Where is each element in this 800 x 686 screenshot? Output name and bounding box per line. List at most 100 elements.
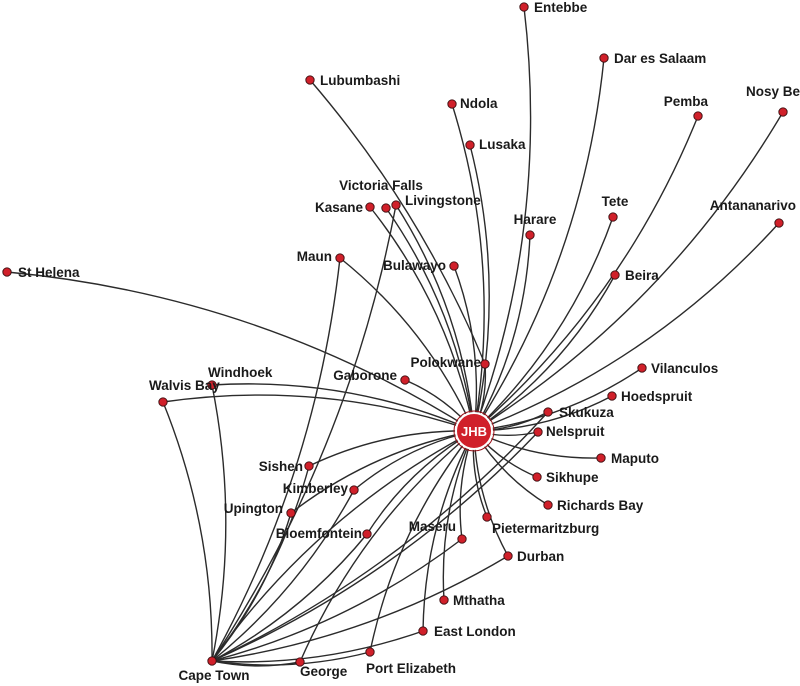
node-lusaka[interactable] xyxy=(465,140,475,150)
label-bloemfontein: Bloemfontein xyxy=(276,526,362,541)
hub-circle[interactable] xyxy=(455,412,493,450)
route-jhb-dar-es-salaam xyxy=(473,57,605,432)
node-nelspruit[interactable] xyxy=(533,427,543,437)
label-beira: Beira xyxy=(625,268,659,283)
route-jhb-maun xyxy=(339,257,475,432)
node-victoria-falls[interactable] xyxy=(381,203,391,213)
route-cape-town-bloemfontein xyxy=(211,533,368,662)
node-harare[interactable] xyxy=(525,230,535,240)
label-windhoek: Windhoek xyxy=(208,365,273,380)
node-walvis-bay[interactable] xyxy=(158,397,168,407)
route-jhb-ndola xyxy=(451,103,485,432)
label-gaborone: Gaborone xyxy=(333,368,397,383)
route-cape-town-maseru xyxy=(211,538,463,662)
node-east-london[interactable] xyxy=(418,626,428,636)
route-cape-town-east-london xyxy=(211,630,424,663)
route-cape-town-walvis-bay xyxy=(162,401,213,662)
node-gaborone[interactable] xyxy=(400,375,410,385)
node-tete[interactable] xyxy=(608,212,618,222)
node-sishen[interactable] xyxy=(304,461,314,471)
node-beira[interactable] xyxy=(610,270,620,280)
node-st-helena[interactable] xyxy=(2,267,12,277)
label-hoedspruit: Hoedspruit xyxy=(621,389,693,404)
label-upington: Upington xyxy=(224,501,283,516)
node-upington[interactable] xyxy=(286,508,296,518)
route-cape-town-livingstone xyxy=(211,204,397,662)
route-cape-town-durban xyxy=(211,555,509,662)
node-antananarivo[interactable] xyxy=(774,218,784,228)
node-mthatha[interactable] xyxy=(439,595,449,605)
node-ndola[interactable] xyxy=(447,99,457,109)
route-jhb-lusaka xyxy=(469,144,490,432)
route-cape-town-kimberley xyxy=(211,489,355,662)
node-richards-bay[interactable] xyxy=(543,500,553,510)
label-george: George xyxy=(300,664,348,679)
node-maseru[interactable] xyxy=(457,534,467,544)
label-st-helena: St Helena xyxy=(18,265,80,280)
node-lubumbashi[interactable] xyxy=(305,75,315,85)
node-sikhupe[interactable] xyxy=(532,472,542,482)
node-entebbe[interactable] xyxy=(519,2,529,12)
node-nosy-be[interactable] xyxy=(778,107,788,117)
label-antananarivo: Antananarivo xyxy=(710,198,796,213)
node-cape-town[interactable] xyxy=(207,656,217,666)
node-maputo[interactable] xyxy=(596,453,606,463)
node-dar-es-salaam[interactable] xyxy=(599,53,609,63)
route-jhb-upington xyxy=(290,430,475,514)
node-skukuza[interactable] xyxy=(543,407,553,417)
route-jhb-pemba xyxy=(473,115,699,432)
route-jhb-livingstone xyxy=(395,204,475,432)
label-cape-town: Cape Town xyxy=(178,668,249,683)
node-kimberley[interactable] xyxy=(349,485,359,495)
route-jhb-beira xyxy=(473,274,616,432)
label-nosy-be: Nosy Be xyxy=(746,84,800,99)
route-jhb-victoria-falls xyxy=(385,207,475,432)
label-durban: Durban xyxy=(517,549,564,564)
label-livingstone: Livingstone xyxy=(405,193,481,208)
node-vilanculos[interactable] xyxy=(637,363,647,373)
node-pietermaritzburg[interactable] xyxy=(482,512,492,522)
label-mthatha: Mthatha xyxy=(453,593,505,608)
node-bulawayo[interactable] xyxy=(449,261,459,271)
route-jhb-vilanculos xyxy=(473,367,643,432)
node-bloemfontein[interactable] xyxy=(362,529,372,539)
label-kasane: Kasane xyxy=(315,200,364,215)
route-cape-town-windhoek xyxy=(211,384,227,662)
route-jhb-port-elizabeth xyxy=(369,430,475,653)
label-sishen: Sishen xyxy=(259,459,303,474)
node-kasane[interactable] xyxy=(365,202,375,212)
label-vilanculos: Vilanculos xyxy=(651,361,718,376)
label-tete: Tete xyxy=(602,194,629,209)
node-pemba[interactable] xyxy=(693,111,703,121)
route-cape-town-maun xyxy=(211,257,341,662)
node-george[interactable] xyxy=(295,657,305,667)
destination-nodes xyxy=(2,2,788,667)
hub-ring xyxy=(453,410,495,452)
label-nelspruit: Nelspruit xyxy=(546,424,605,439)
node-hoedspruit[interactable] xyxy=(607,391,617,401)
route-jhb-nosy-be xyxy=(473,111,784,432)
route-jhb-st-helena xyxy=(6,271,475,432)
route-cape-town-upington xyxy=(211,512,292,662)
route-jhb-tete xyxy=(473,216,614,432)
node-windhoek[interactable] xyxy=(207,380,217,390)
route-cape-town-port-elizabeth xyxy=(211,651,371,666)
route-jhb-antananarivo xyxy=(473,222,780,432)
route-jhb-kasane xyxy=(369,206,475,432)
label-richards-bay: Richards Bay xyxy=(557,498,644,513)
hub-node[interactable]: JHB xyxy=(453,410,495,452)
node-livingstone[interactable] xyxy=(391,200,401,210)
label-ndola: Ndola xyxy=(460,96,498,111)
label-skukuza: Skukuza xyxy=(559,405,614,420)
label-harare: Harare xyxy=(514,212,557,227)
node-polokwane[interactable] xyxy=(480,359,490,369)
label-pemba: Pemba xyxy=(664,94,709,109)
node-durban[interactable] xyxy=(503,551,513,561)
label-port-elizabeth: Port Elizabeth xyxy=(366,661,456,676)
label-kimberley: Kimberley xyxy=(283,481,349,496)
route-jhb-mthatha xyxy=(442,430,475,601)
node-port-elizabeth[interactable] xyxy=(365,647,375,657)
node-maun[interactable] xyxy=(335,253,345,263)
route-jhb-sishen xyxy=(308,430,475,467)
route-jhb-george xyxy=(299,430,475,663)
